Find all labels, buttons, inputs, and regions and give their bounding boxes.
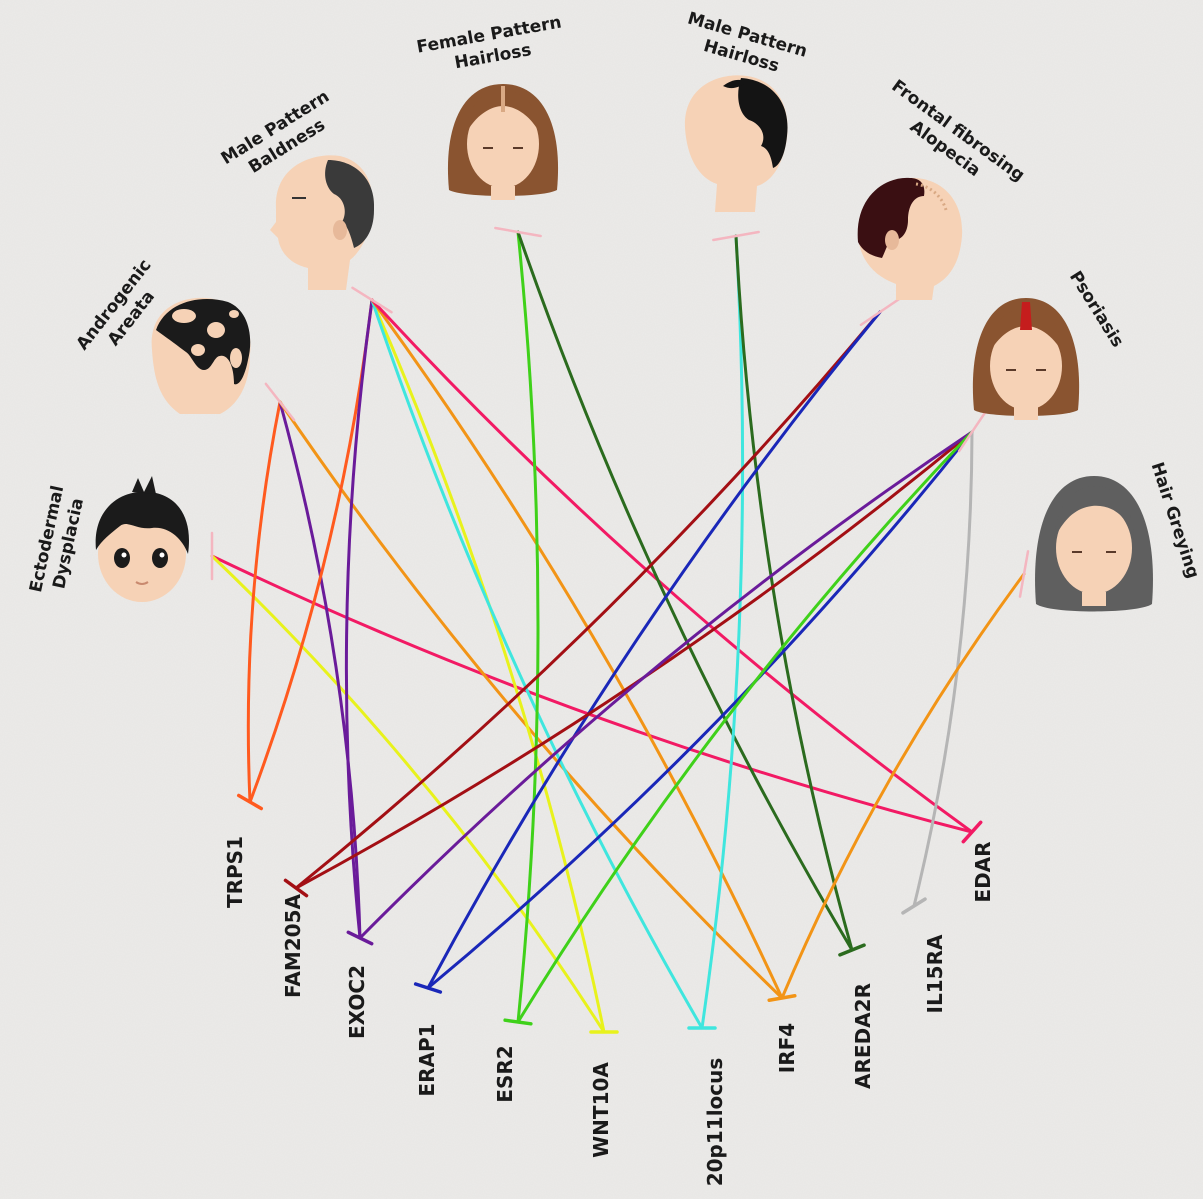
link-mpb-exoc2: [344, 298, 374, 940]
disease-node-marker-mph: [712, 230, 760, 242]
gene-node-marker-trps1: [236, 793, 264, 811]
gene-label-trps1: TRPS1: [223, 836, 247, 908]
link-mph-20p11locus: [700, 234, 745, 1030]
gene-node-marker-il15ra: [901, 897, 927, 915]
link-aa-exoc2: [278, 400, 362, 940]
link-hg-irf4: [780, 572, 1026, 1000]
link-mpb-irf4: [370, 298, 784, 1000]
disease-node-marker-fph: [494, 226, 542, 238]
gene-label-edar: EDAR: [971, 841, 995, 902]
disease-node-marker-aa: [264, 382, 296, 422]
frontal-fibrosing-alopecia-head-icon: [857, 177, 963, 300]
link-fph-areda2r: [516, 230, 854, 952]
psoriasis-head-icon: [972, 298, 1080, 420]
link-layer: [210, 230, 1026, 1034]
gene-marker-layer: [236, 793, 983, 1034]
gene-label-20p11locus: 20p11locus: [703, 1058, 727, 1187]
link-aa-trps1: [246, 400, 282, 804]
gene-label-areda2r: AREDA2R: [851, 983, 875, 1089]
male-pattern-baldness-head-icon: [270, 155, 375, 290]
disease-node-marker-ffa: [859, 297, 901, 327]
link-pso-exoc2: [358, 430, 974, 940]
link-aa-irf4: [278, 400, 784, 1000]
female-pattern-hairloss-head-icon: [447, 84, 559, 200]
link-mph-areda2r: [734, 234, 854, 952]
link-pso-esr2: [516, 430, 974, 1024]
disease-node-marker-pso: [957, 411, 987, 453]
disease-marker-layer: [210, 226, 1030, 598]
gene-label-erap1: ERAP1: [415, 1023, 439, 1096]
link-ffa-fam205a: [294, 310, 882, 890]
link-ffa-erap1: [426, 310, 882, 990]
ectodermal-dysplacia-head-icon: [95, 476, 189, 602]
gene-label-esr2: ESR2: [493, 1045, 517, 1102]
gene-label-il15ra: IL15RA: [923, 934, 947, 1013]
gene-node-marker-esr2: [503, 1018, 533, 1026]
gene-node-marker-fam205a: [283, 878, 309, 898]
disease-node-marker-hg: [1018, 550, 1030, 598]
link-ed-edar: [210, 554, 974, 834]
gene-label-fam205a: FAM205A: [281, 893, 305, 997]
link-mpb-20p11locus: [370, 298, 704, 1030]
hair-greying-head-icon: [1035, 476, 1153, 612]
gene-node-marker-irf4: [767, 993, 797, 1003]
gene-node-marker-erap1: [413, 982, 443, 994]
gene-label-exoc2: EXOC2: [345, 965, 369, 1039]
male-pattern-hairloss-head-icon: [684, 75, 788, 212]
gene-node-marker-edar: [961, 820, 983, 844]
link-fph-esr2: [516, 230, 540, 1024]
androgenic-areata-head-icon: [151, 297, 251, 414]
gene-node-marker-exoc2: [346, 930, 374, 946]
gene-node-marker-areda2r: [838, 943, 866, 957]
link-pso-erap1: [426, 430, 974, 990]
gene-label-wnt10a: WNT10A: [589, 1062, 613, 1158]
gene-label-irf4: IRF4: [775, 1023, 799, 1073]
disease-node-marker-mpb: [351, 286, 393, 314]
